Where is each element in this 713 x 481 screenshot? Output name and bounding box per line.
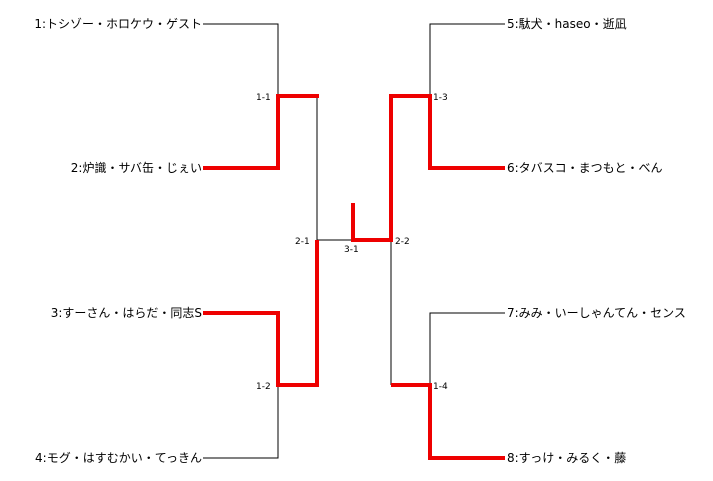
team-label-2: 2:炉識・サバ缶・じぇい [71, 161, 202, 175]
winner-path-team8 [391, 383, 505, 460]
team-label-7: 7:みみ・いーしゃんてん・センス [507, 306, 686, 320]
match-label-2-1: 2-1 [295, 237, 310, 247]
match-labels: 1-1 1-2 1-3 1-4 2-1 2-2 3-1 [256, 93, 448, 392]
bracket-lines [203, 23, 505, 459]
team-label-6: 6:タバスコ・まつもと・べん [507, 161, 662, 175]
match-label-1-3: 1-3 [433, 93, 448, 103]
winner-path-team2 [203, 94, 319, 170]
match-label-1-4: 1-4 [433, 382, 448, 392]
team-label-1: 1:トシゾー・ホロケウ・ゲスト [34, 17, 202, 31]
match-label-3-1: 3-1 [344, 245, 359, 255]
line-team1 [203, 23, 279, 96]
winner-path-team3 [203, 240, 319, 387]
line-team5 [429, 23, 505, 96]
match-label-1-2: 1-2 [256, 382, 271, 392]
team-label-5: 5:駄犬・haseo・逝凪 [507, 16, 627, 31]
team-label-4: 4:モグ・はすむかい・てっきん [35, 451, 202, 465]
line-team7 [429, 312, 505, 385]
match-label-2-2: 2-2 [395, 237, 410, 247]
winner-paths [203, 94, 505, 460]
line-team4 [203, 385, 279, 459]
team-label-8: 8:すっけ・みるく・藤 [507, 451, 626, 465]
team-labels: 1:トシゾー・ホロケウ・ゲスト 2:炉識・サバ缶・じぇい 3:すーさん・はらだ・… [34, 16, 686, 465]
match-label-1-1: 1-1 [256, 93, 271, 103]
team-label-3: 3:すーさん・はらだ・同志S [51, 306, 202, 320]
winner-path-team6 [351, 94, 505, 242]
